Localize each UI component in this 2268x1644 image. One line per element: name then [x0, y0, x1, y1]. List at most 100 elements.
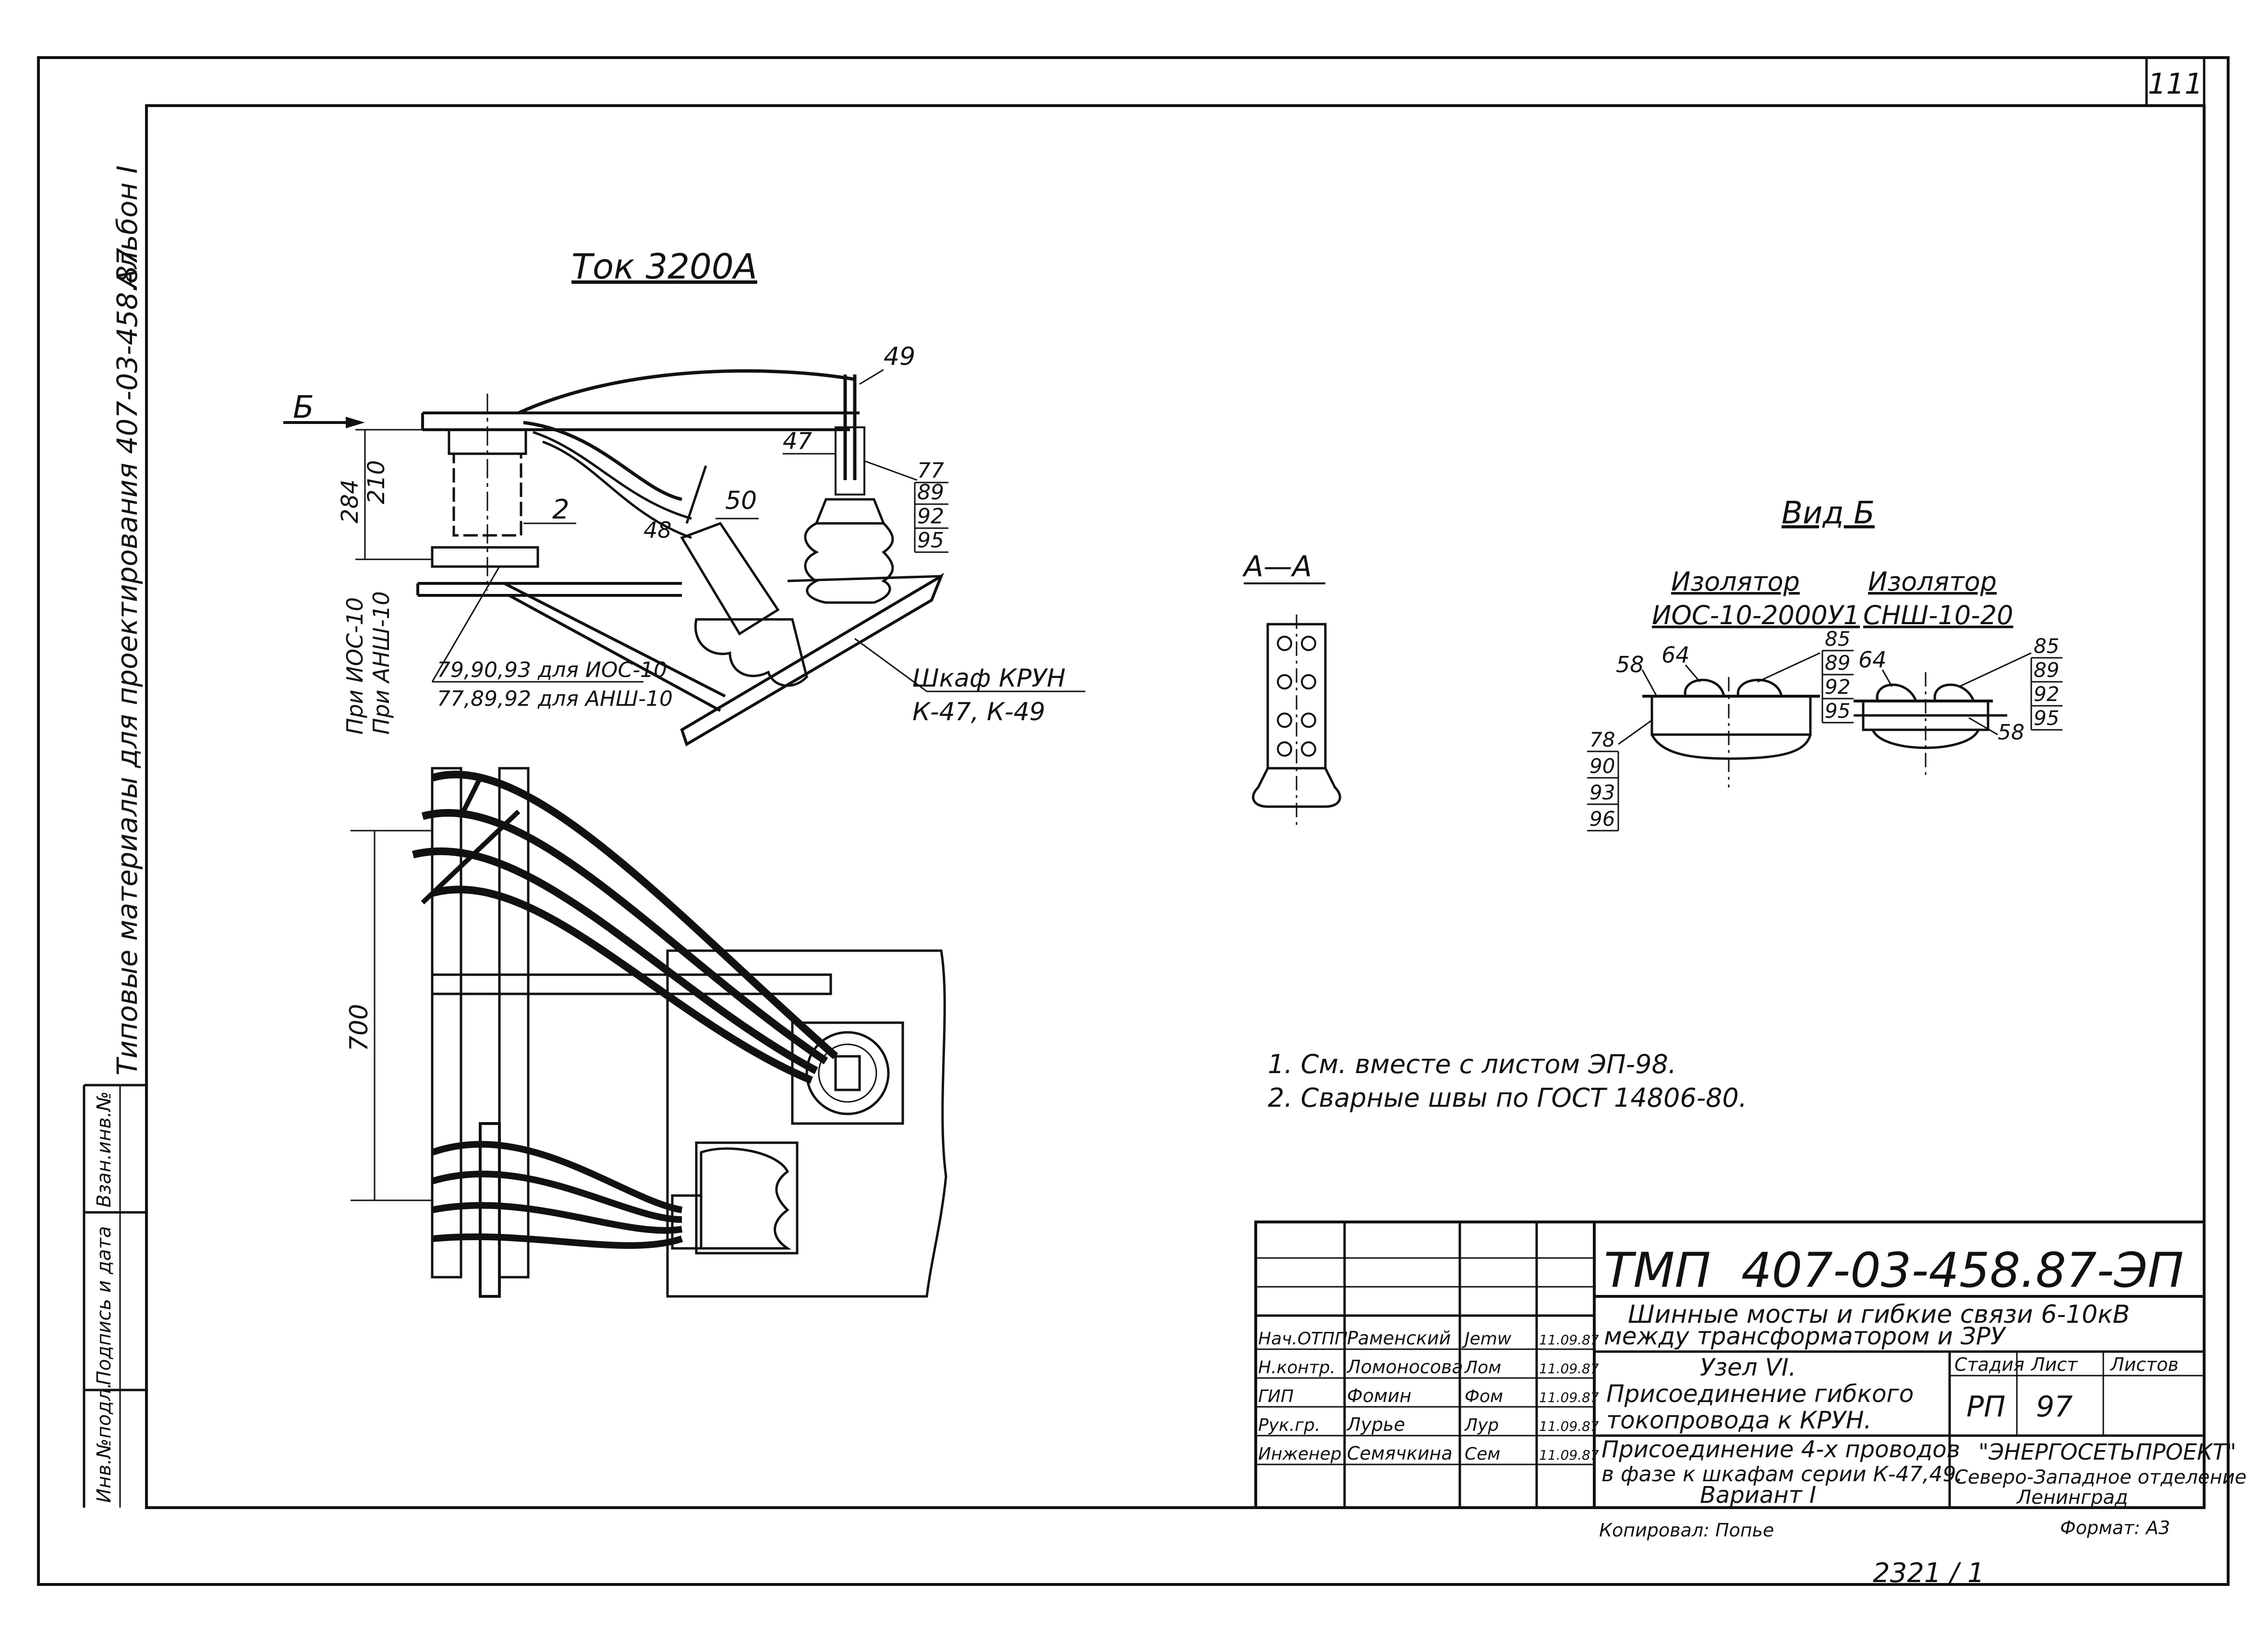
cabinet-label-1: Шкаф КРУН: [912, 664, 1066, 693]
vb-callout-58b: 58: [1998, 720, 2025, 745]
ins1-title: Изолятор: [1671, 567, 1800, 597]
dim-210: 210: [363, 460, 390, 504]
role-1: Н.контр.: [1258, 1358, 1335, 1378]
vb-callout-64b: 64: [1858, 647, 1887, 673]
note-ansh: 77,89,92 для АНШ-10: [437, 687, 673, 711]
section-aa: А—А: [1242, 550, 1341, 826]
note-ios: 79,90,93 для ИОС-10: [437, 658, 667, 682]
series-label: Типовые материалы для проектирования 407…: [111, 248, 144, 1076]
node-title-1: Узел VI.: [1700, 1354, 1796, 1381]
sign-4: Сем: [1465, 1444, 1500, 1464]
stamp-cell-1: Инв.№подл.: [93, 1382, 115, 1503]
sign-0: Jemw: [1462, 1329, 1512, 1349]
project-line-2: между трансформатором и ЗРУ: [1604, 1322, 2007, 1350]
name-2: Фомин: [1347, 1385, 1411, 1406]
vb-stackb-90: 90: [1589, 754, 1615, 778]
dim-284: 284: [337, 479, 364, 523]
stamp-cell-2: Подпись и дата: [93, 1226, 115, 1385]
callout-2: 2: [552, 494, 570, 525]
callout-50: 50: [725, 486, 757, 515]
copied-by: Копировал: Попье: [1599, 1520, 1774, 1541]
side-label-ansh: При АНШ-10: [368, 591, 394, 735]
notes: 1. См. вместе с листом ЭП-98. 2. Сварные…: [1268, 1049, 1747, 1113]
dim-700: 700: [345, 1004, 374, 1052]
role-3: Рук.гр.: [1258, 1415, 1320, 1435]
section-aa-title: А—А: [1242, 550, 1312, 583]
inner-frame: [145, 104, 2206, 1509]
sheet-value: 97: [2036, 1390, 2073, 1424]
elevation-view: Ток 3200А Б 2 284 210 При ИОС-10 При: [283, 246, 1085, 747]
role-0: Нач.ОТПП: [1258, 1329, 1347, 1349]
arrow-b-label: Б: [293, 390, 314, 425]
org-2: Северо-Западное отделение: [1954, 1466, 2246, 1488]
cabinet-label-2: К-47, К-49: [912, 698, 1045, 726]
order-number: 2321 / 1: [1873, 1558, 1985, 1589]
stack-92: 92: [917, 504, 944, 529]
vb-stack1-89: 89: [1825, 651, 1850, 675]
elevation-title: Ток 3200А: [571, 246, 757, 287]
ins2-type: СНШ-10-20: [1863, 600, 2013, 630]
desc-1: Присоединение 4-х проводов: [1601, 1436, 1960, 1463]
sheet-number: 111: [2148, 67, 2203, 101]
vb-stack2-95: 95: [2034, 706, 2059, 730]
stage-label: Стадия: [1954, 1354, 2025, 1375]
name-0: Раменский: [1347, 1328, 1451, 1349]
format-label: Формат: А3: [2060, 1517, 2170, 1538]
date-2: 11.09.87: [1539, 1390, 1599, 1405]
side-strip: Инв.№подл. Подпись и дата Взан.инв.№ Аль…: [83, 165, 146, 1508]
sign-1: Лом: [1464, 1358, 1501, 1378]
vb-callout-64: 64: [1662, 642, 1690, 668]
sheet-number-box: [2145, 56, 2206, 107]
vb-callout-58: 58: [1616, 652, 1644, 677]
callout-47: 47: [783, 428, 813, 455]
view-b: Вид Б Изолятор ИОС-10-2000У1 Изолятор СН…: [1587, 496, 2062, 832]
name-1: Ломоносова: [1346, 1356, 1463, 1378]
doc-code: ТМП 407-03-458.87-ЭП: [1604, 1242, 2183, 1298]
stack-89: 89: [917, 480, 944, 505]
stack-77: 77: [917, 459, 944, 483]
ins2-title: Изолятор: [1868, 567, 1997, 597]
node-title-2: Присоединение гибкого: [1606, 1380, 1914, 1408]
vb-stackb-96: 96: [1589, 807, 1615, 831]
album-label: Альбон I: [111, 165, 144, 290]
note-1: 1. См. вместе с листом ЭП-98.: [1268, 1049, 1676, 1079]
sheets-label: Листов: [2110, 1354, 2179, 1375]
vb-stackb-93: 93: [1589, 781, 1615, 804]
org-1: "ЭНЕРГОСЕТЬПРОЕКТ": [1978, 1439, 2236, 1465]
outer-frame: [37, 56, 2230, 1586]
org-3: Ленинград: [2016, 1487, 2128, 1509]
vb-stack2-85: 85: [2034, 634, 2059, 658]
sign-2: Фом: [1465, 1387, 1503, 1406]
date-1: 11.09.87: [1539, 1361, 1599, 1377]
name-3: Лурье: [1346, 1414, 1405, 1435]
sign-3: Лур: [1464, 1415, 1499, 1435]
vb-stackb-78: 78: [1589, 728, 1615, 751]
plan-view: 700: [345, 767, 947, 1298]
note-2: 2. Сварные швы по ГОСТ 14806-80.: [1268, 1083, 1747, 1113]
vb-stack2-89: 89: [2034, 658, 2059, 682]
vb-stack1-95: 95: [1825, 699, 1850, 723]
callout-48: 48: [643, 517, 672, 543]
date-3: 11.09.87: [1539, 1418, 1599, 1434]
stack-95: 95: [917, 528, 944, 553]
name-4: Семячкина: [1347, 1443, 1453, 1464]
date-4: 11.09.87: [1539, 1447, 1599, 1463]
sheet-label: Лист: [2030, 1354, 2078, 1375]
project-line-1: Шинные мосты и гибкие связи 6-10кВ: [1628, 1300, 2130, 1329]
node-title-3: токопровода к КРУН.: [1606, 1406, 1871, 1434]
desc-2: в фазе к шкафам серии К-47,49.: [1601, 1462, 1963, 1487]
stage-value: РП: [1966, 1390, 2005, 1424]
stamp-cell-3: Взан.инв.№: [93, 1091, 115, 1208]
title-block: ТМП 407-03-458.87-ЭП Шинные мосты и гибк…: [1254, 1221, 2246, 1509]
desc-3: Вариант I: [1700, 1482, 1816, 1509]
date-0: 11.09.87: [1539, 1332, 1599, 1348]
vb-stack1-85: 85: [1825, 627, 1850, 651]
vb-stack2-92: 92: [2034, 682, 2059, 706]
role-4: Инженер: [1258, 1444, 1342, 1464]
side-label-ios: При ИОС-10: [342, 597, 368, 735]
ins1-type: ИОС-10-2000У1: [1652, 600, 1860, 630]
role-2: ГИП: [1258, 1387, 1294, 1406]
vb-stack1-92: 92: [1825, 675, 1850, 699]
view-b-title: Вид Б: [1782, 496, 1875, 531]
